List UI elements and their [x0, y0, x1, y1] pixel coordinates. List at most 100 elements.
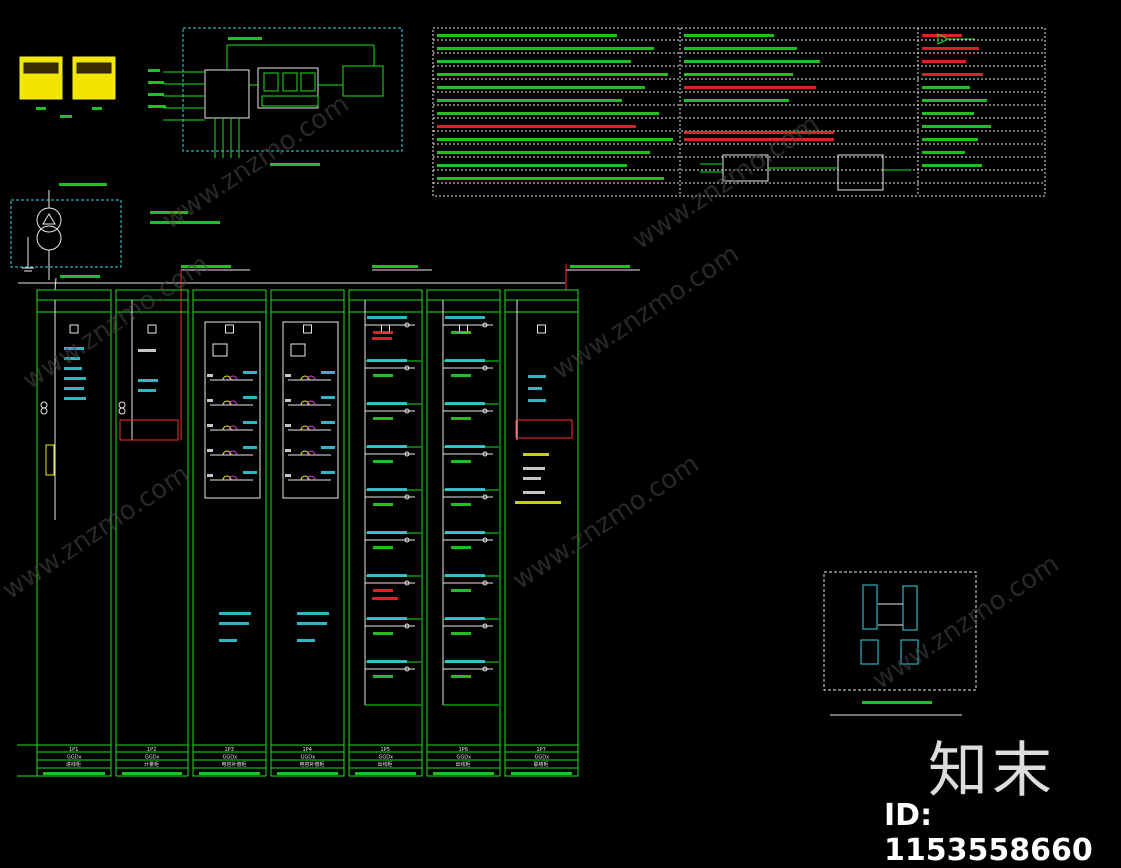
reactor-icon — [306, 400, 316, 406]
reactor-icon — [228, 475, 238, 481]
site-watermark: www.znzmo.com — [0, 459, 195, 606]
cabinet-number: 1P1 — [69, 747, 78, 753]
cabinet-id-box — [537, 324, 546, 334]
reactor-icon — [300, 425, 310, 431]
breaker-icon — [404, 537, 410, 543]
bus-label — [181, 265, 231, 268]
ct-icon — [40, 407, 48, 415]
reactor-icon — [300, 400, 310, 406]
reactor-icon — [228, 375, 238, 381]
feeder-label — [445, 445, 485, 448]
cabinet-number: 1P7 — [537, 747, 546, 753]
cabinet-role: 计量柜 — [144, 761, 159, 768]
breaker-icon — [404, 451, 410, 457]
meter-3 — [300, 72, 316, 92]
note-text — [922, 60, 966, 63]
red-zone — [515, 419, 573, 439]
cabinet-id-box — [303, 324, 312, 334]
cabinet-5 — [348, 289, 423, 777]
warning-note — [684, 131, 834, 134]
transformer-icon — [36, 225, 62, 251]
cabinet-id-box — [69, 324, 79, 334]
cabinet-number: 1P2 — [147, 747, 156, 753]
note-text — [437, 164, 627, 167]
spec-text — [138, 389, 156, 392]
note-text — [922, 112, 974, 115]
feeder-spec — [373, 417, 393, 420]
logo-caption — [60, 115, 72, 118]
buzzer-icon — [937, 33, 950, 45]
spec-text — [64, 347, 84, 350]
spec-text — [138, 379, 158, 382]
spec-text — [138, 349, 156, 352]
breaker-icon — [404, 494, 410, 500]
feeder-label — [367, 316, 407, 319]
relay-stack-left — [862, 584, 878, 630]
busbar-label — [60, 275, 100, 278]
feeder-spec — [451, 374, 471, 377]
cabinet-size — [355, 772, 416, 775]
capacitor-panel — [204, 321, 261, 499]
spec-text — [64, 367, 82, 370]
note-text — [437, 177, 664, 180]
bus-tap — [54, 277, 57, 291]
reactor-icon — [300, 450, 310, 456]
capacitor-label — [243, 371, 257, 374]
breaker-icon — [482, 365, 488, 371]
reactor-icon — [300, 475, 310, 481]
logo-caption-left — [36, 107, 46, 110]
note-text — [684, 60, 820, 63]
spec-text — [64, 377, 86, 380]
panel-note — [297, 622, 327, 625]
cabinet-model: GGDx — [67, 755, 82, 761]
transformer-label — [150, 211, 188, 214]
panel-note — [297, 612, 329, 615]
note-text — [437, 125, 636, 128]
reactor-icon — [222, 450, 232, 456]
cabinet-size — [199, 772, 260, 775]
logo-inner-right — [76, 62, 112, 74]
input-label — [148, 93, 164, 96]
breaker-icon — [404, 408, 410, 414]
spec-text — [523, 453, 549, 456]
cabinet-size — [122, 772, 182, 775]
block-b — [837, 154, 884, 191]
capacitor-label — [321, 471, 335, 474]
ct-icon — [118, 401, 126, 409]
red-zone — [119, 419, 179, 441]
cabinet-size — [433, 772, 494, 775]
cabinet-number: 1P3 — [225, 747, 234, 753]
feeder-label — [367, 531, 407, 534]
spec-text — [528, 399, 546, 402]
breaker-icon — [482, 451, 488, 457]
feeder-label — [445, 402, 485, 405]
breaker-icon — [404, 365, 410, 371]
feeder-spec — [373, 675, 393, 678]
ct-icon — [40, 401, 48, 409]
feeder-label — [445, 660, 485, 663]
branch-id — [285, 374, 291, 377]
feeder-label — [445, 531, 485, 534]
branch-id — [207, 449, 213, 452]
bus-label — [570, 265, 630, 268]
note-text — [437, 86, 645, 89]
schematic-caption — [270, 163, 320, 166]
cabinet-model: GGDx — [223, 755, 238, 761]
cabinet-1 — [36, 289, 112, 777]
schematic-header-text — [228, 37, 262, 40]
feeder-spec — [451, 632, 471, 635]
capacitor-label — [243, 471, 257, 474]
site-watermark: www.znzmo.com — [507, 449, 705, 596]
note-text — [922, 151, 965, 154]
controller-box — [290, 343, 306, 357]
spec-text — [64, 387, 84, 390]
capacitor-label — [321, 396, 335, 399]
cabinet-role: 联络柜 — [534, 761, 549, 768]
panel-note — [219, 639, 237, 642]
feeder-spec — [451, 460, 471, 463]
logo-caption-right — [92, 107, 102, 110]
spec-text — [523, 467, 545, 470]
relay-caption — [862, 701, 932, 704]
reactor-icon — [222, 400, 232, 406]
